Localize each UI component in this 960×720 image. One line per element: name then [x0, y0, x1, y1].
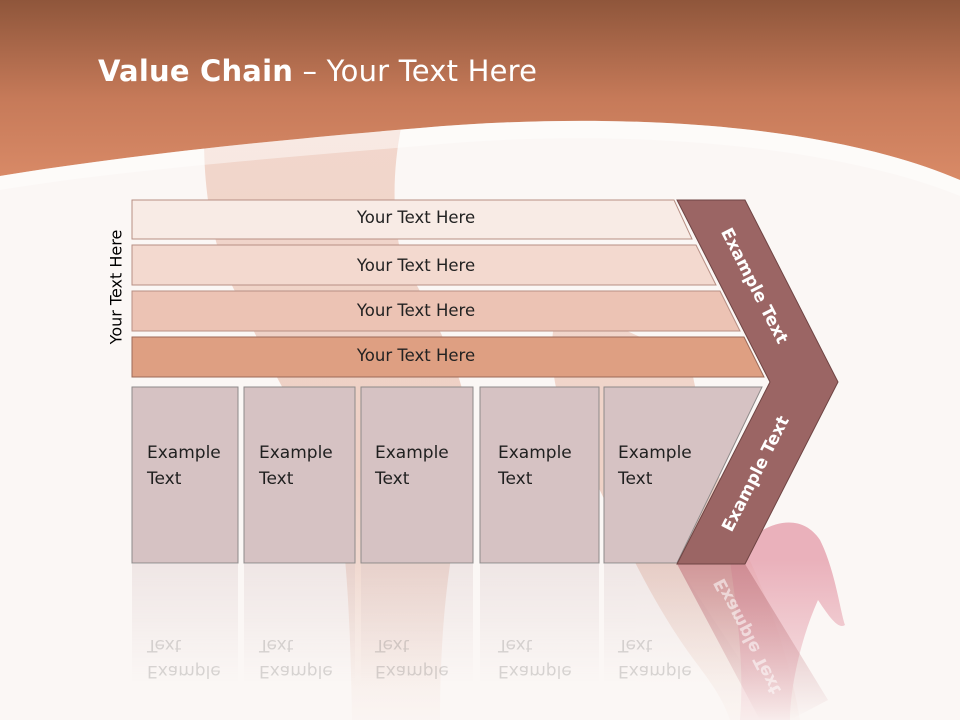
row-2-label: Your Text Here [356, 256, 476, 275]
boxes-reflection [132, 564, 760, 714]
row-4-label: Your Text Here [356, 346, 476, 365]
box-1-shape [131, 386, 239, 564]
row-3-shape [131, 290, 741, 332]
box-2-shape [243, 386, 356, 564]
box-4-shape [479, 386, 600, 564]
row-3-label: Your Text Here [356, 301, 476, 320]
chevron-reflection [677, 564, 828, 720]
box-3-shape [360, 386, 474, 564]
margin-chevron [676, 199, 839, 565]
row-4-shape [131, 336, 765, 378]
slide-title: Value Chain – Your Text Here [98, 54, 538, 88]
row-1-label: Your Text Here [356, 208, 476, 227]
row-2-shape [131, 244, 717, 286]
row-1-shape [131, 199, 693, 240]
